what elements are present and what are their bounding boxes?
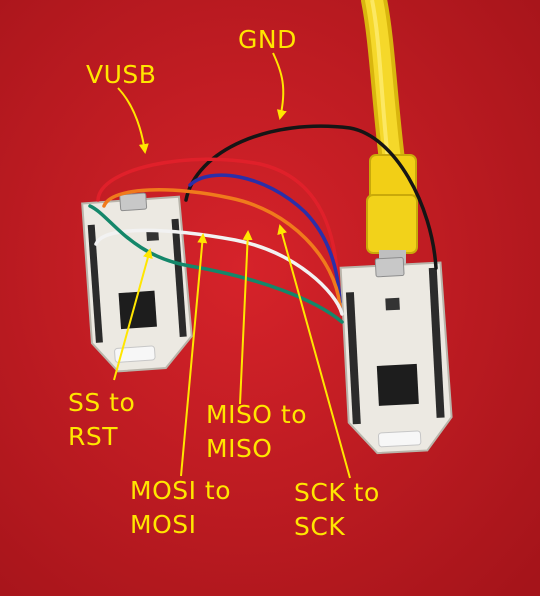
wire-red-vusb [96, 157, 340, 298]
wire-blue [188, 173, 342, 304]
sck-label-line1: SCK to [294, 478, 380, 507]
miso-arrow [239, 230, 253, 405]
gnd-arrow [272, 52, 287, 120]
board-programmer [81, 192, 193, 373]
gnd-label: GND [238, 25, 297, 54]
ss-label-line2: RST [68, 422, 119, 451]
ss-arrow [113, 248, 153, 381]
mosi-label-line1: MOSI to [130, 476, 232, 505]
vusb-label: VUSB [86, 60, 157, 89]
miso-label-line1: MISO to [206, 400, 308, 429]
wire-white-mosi [94, 228, 344, 316]
vusb-arrow [117, 87, 149, 154]
sck-arrow [277, 224, 351, 479]
wire-green-sck [88, 204, 344, 324]
wire-orange-miso [102, 188, 342, 308]
jumper-wires [88, 124, 438, 324]
miso-label-line2: MISO [206, 434, 273, 463]
annotation-arrows [113, 52, 351, 479]
mosi-label-line2: MOSI [130, 510, 197, 539]
mosi-arrow [180, 233, 208, 477]
ss-label-line1: SS to [68, 388, 136, 417]
sck-label-line2: SCK [294, 512, 346, 541]
board-target [339, 257, 453, 455]
